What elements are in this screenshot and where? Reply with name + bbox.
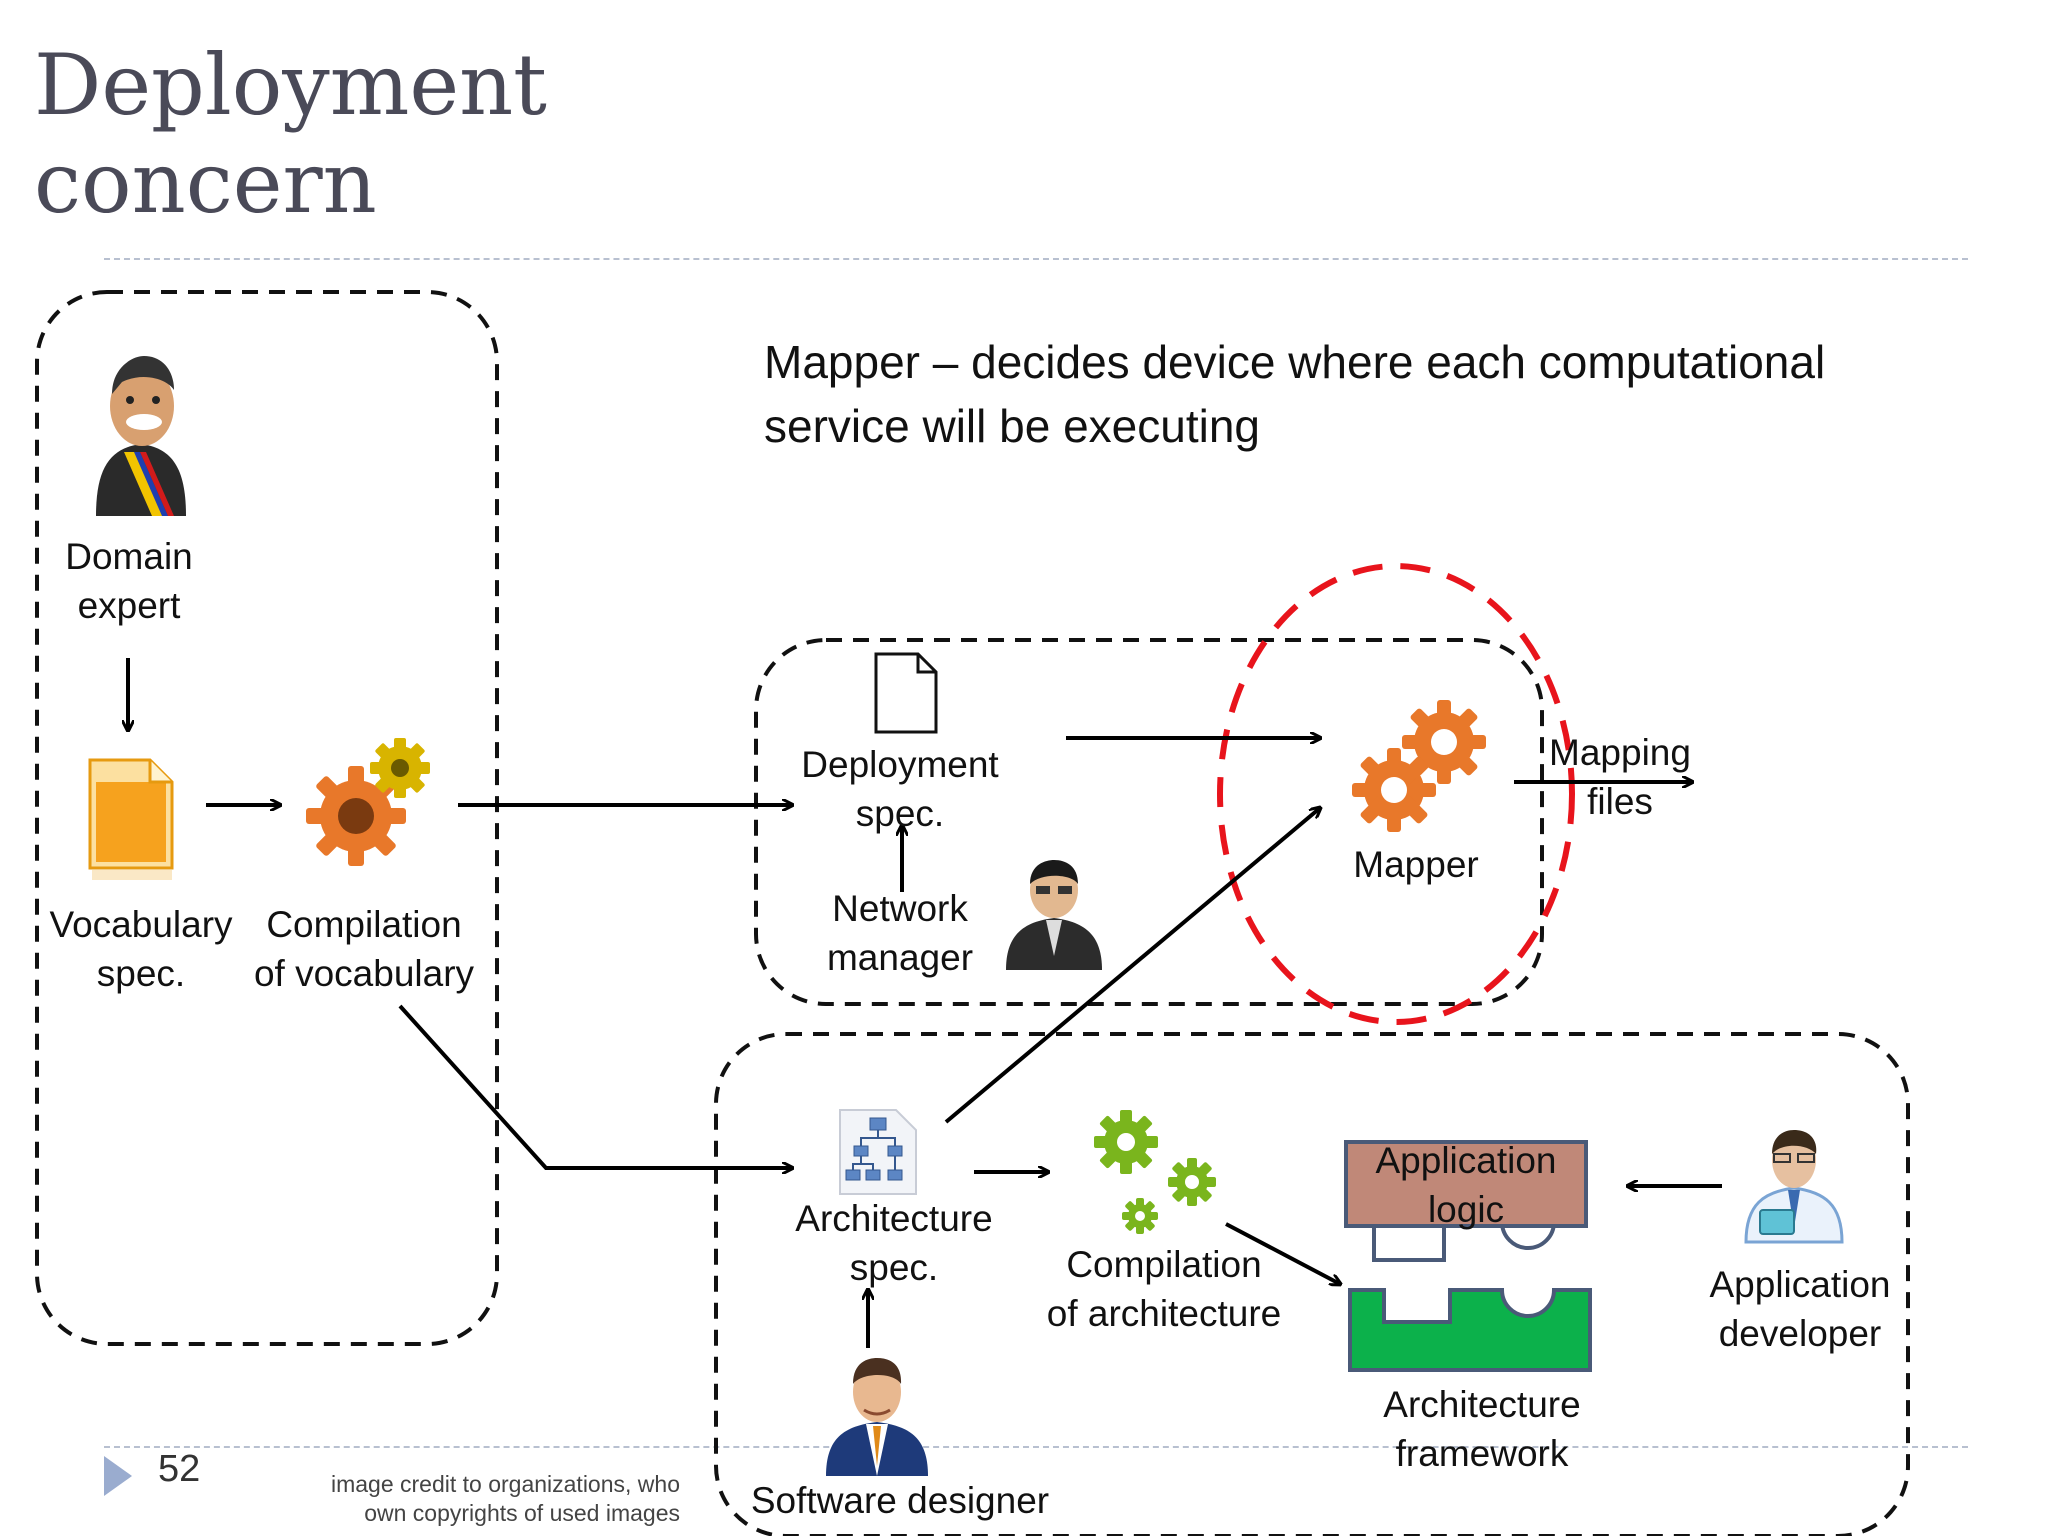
software-designer-label-text: Software designer (750, 1480, 1050, 1521)
architecture-framework-block (1348, 1288, 1592, 1372)
slide-title: Deployment concern (34, 36, 547, 232)
application-developer-label-line1: Application (1709, 1264, 1891, 1305)
application-logic-label-line2: logic (1427, 1189, 1505, 1230)
application-logic-tab (1372, 1220, 1446, 1262)
deployment-group-box (754, 638, 1544, 1006)
vocabulary-spec-label: Vocabulary spec. (48, 900, 234, 998)
vocabulary-document-icon (88, 758, 174, 880)
network-manager-label-line1: Network (832, 888, 968, 929)
image-credit-line2: own copyrights of used images (364, 1500, 680, 1526)
compilation-vocabulary-label-line1: Compilation (266, 904, 462, 945)
compilation-vocabulary-label-line2: of vocabulary (253, 953, 475, 994)
application-logic-box (1344, 1140, 1588, 1228)
domain-expert-icon (96, 356, 186, 516)
slide-title-line1: Deployment (34, 36, 547, 134)
application-developer-icon (1744, 1130, 1844, 1244)
mapping-files-label-line2: files (1587, 781, 1653, 822)
network-manager-icon (1006, 860, 1102, 970)
deployment-spec-label-line2: spec. (855, 793, 945, 834)
deployment-spec-label-line1: Deployment (801, 744, 999, 785)
architecture-puzzle (1344, 1140, 1592, 1372)
mapper-highlight-ellipse (1217, 563, 1575, 1025)
image-credit: image credit to organizations, who own c… (300, 1470, 680, 1528)
network-manager-label: Network manager (800, 884, 1000, 982)
title-divider (104, 258, 1968, 260)
software-designer-label: Software designer (740, 1476, 1060, 1525)
compilation-architecture-label: Compilation of architecture (1034, 1240, 1294, 1338)
mapping-files-label-line1: Mapping (1549, 732, 1691, 773)
mapper-description-line1: Mapper – decides device where each compu… (764, 336, 1826, 388)
domain-expert-label-line1: Domain (65, 536, 193, 577)
architecture-spec-label-line2: spec. (849, 1247, 939, 1288)
mapper-label-text: Mapper (1353, 844, 1479, 885)
compilation-architecture-gears-icon (1094, 1110, 1216, 1234)
architecture-framework-label-line2: framework (1395, 1433, 1569, 1474)
compilation-architecture-label-line2: of architecture (1046, 1293, 1282, 1334)
domain-expert-label: Domain expert (54, 532, 204, 630)
architecture-group-box (714, 1032, 1910, 1536)
slide-title-line2: concern (34, 134, 377, 232)
mapper-description-line2: service will be executing (764, 400, 1261, 452)
domain-expert-label-line2: expert (77, 585, 181, 626)
page-number: 52 (158, 1448, 201, 1490)
architecture-spec-icon (839, 1109, 917, 1195)
arrow-compilation-to-framework (1225, 1222, 1340, 1284)
architecture-spec-label: Architecture spec. (784, 1194, 1004, 1292)
domain-group-box (35, 290, 499, 1346)
application-logic-label: Application logic (1346, 1136, 1586, 1234)
compilation-architecture-label-line1: Compilation (1066, 1244, 1262, 1285)
mapper-description: Mapper – decides device where each compu… (764, 330, 1914, 458)
mapper-label: Mapper (1336, 840, 1496, 889)
application-developer-label-line2: developer (1718, 1313, 1882, 1354)
mapping-files-label: Mapping files (1540, 728, 1700, 826)
application-logic-label-line1: Application (1375, 1140, 1557, 1181)
architecture-framework-label: Architecture framework (1362, 1380, 1602, 1478)
network-manager-label-line2: manager (826, 937, 974, 978)
application-logic-knob (1500, 1221, 1556, 1250)
vocabulary-spec-label-line2: spec. (96, 953, 186, 994)
mapper-gears-icon (1352, 700, 1486, 832)
compilation-vocabulary-gears-icon (306, 738, 430, 866)
image-credit-line1: image credit to organizations, who (330, 1471, 680, 1497)
deployment-spec-label: Deployment spec. (790, 740, 1010, 838)
arrow-architecture-to-mapper (944, 808, 1320, 1124)
architecture-spec-label-line1: Architecture (795, 1198, 993, 1239)
compilation-vocabulary-label: Compilation of vocabulary (244, 900, 484, 998)
footer-divider (104, 1446, 1968, 1448)
software-designer-icon (826, 1358, 928, 1476)
architecture-framework-label-line1: Architecture (1383, 1384, 1581, 1425)
page-marker-icon (104, 1456, 132, 1496)
vocabulary-spec-label-line1: Vocabulary (49, 904, 233, 945)
application-developer-label: Application developer (1690, 1260, 1910, 1358)
deployment-document-icon (874, 652, 938, 734)
arrow-compilation-to-architecture (398, 1004, 792, 1168)
